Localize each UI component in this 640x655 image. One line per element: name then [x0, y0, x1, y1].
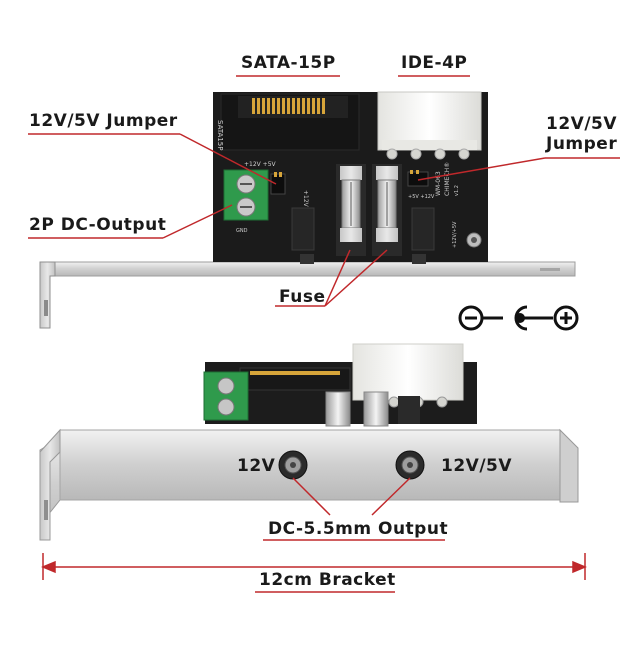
- dc-jack-right: [395, 450, 425, 480]
- label-dc-output: 2P DC-Output: [29, 215, 167, 235]
- label-port-12v: 12V: [237, 456, 276, 476]
- top-bracket-bar: [54, 261, 576, 277]
- label-jumper-right-line2: Jumper: [546, 134, 618, 154]
- board-model: WM-063: [435, 171, 442, 196]
- callout-lines: [28, 75, 620, 593]
- board-silk-12v: +12V: [302, 190, 309, 208]
- board-silk-mid: +5V +12V: [408, 194, 435, 200]
- label-sata: SATA-15P: [241, 53, 336, 73]
- label-ide: IDE-4P: [401, 53, 468, 73]
- label-bracket: 12cm Bracket: [259, 570, 396, 590]
- angled-view-board: [39, 343, 579, 541]
- label-dc-jack: DC-5.5mm Output: [268, 519, 449, 539]
- ide-pins: [386, 148, 470, 160]
- fuse-holder-right: [372, 164, 402, 256]
- fuse-holder-left: [336, 164, 366, 256]
- board-silk-topleft: +12V +5V: [244, 161, 277, 168]
- sata-pins: [252, 98, 325, 114]
- top-view-board: SATA15P +12V +5V GND +12V: [39, 91, 576, 329]
- dc-jack-left: [278, 450, 308, 480]
- board-silk-bottomright: +12V/+5V: [452, 221, 458, 248]
- board-rev: v1.2: [454, 185, 460, 196]
- label-jumper-left: 12V/5V Jumper: [29, 111, 178, 131]
- label-jumper-right-line1: 12V/5V: [546, 114, 618, 134]
- left-jumper: [270, 173, 286, 195]
- label-fuse: Fuse: [279, 287, 326, 307]
- label-port-12v5v: 12V/5V: [441, 456, 513, 476]
- top-bracket-hook: [39, 261, 56, 329]
- sata-silk: SATA15P: [216, 120, 224, 150]
- polarity-center-positive-icon: [458, 305, 579, 331]
- board-brand: CHIMECH®: [444, 162, 451, 196]
- board-silk-gnd: GND: [236, 228, 248, 234]
